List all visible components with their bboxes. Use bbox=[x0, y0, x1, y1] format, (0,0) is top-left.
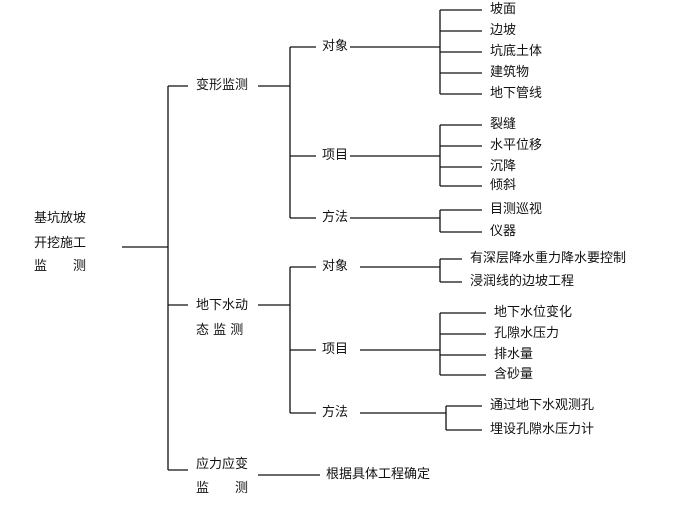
branch-stress-strain-line-2: 监 测 bbox=[196, 481, 249, 496]
leaf-item-project-specific: 根据具体工程确定 bbox=[326, 467, 431, 482]
leaf-item: 地下管线 bbox=[490, 86, 543, 101]
leaf-item: 含砂量 bbox=[494, 367, 534, 382]
leaf-item: 水平位移 bbox=[490, 138, 543, 153]
leaf-item: 裂缝 bbox=[490, 117, 517, 132]
leaf-item: 浸润线的边坡工程 bbox=[470, 274, 575, 289]
root-node-line-3: 监 测 bbox=[33, 259, 86, 274]
group-item: 项目 bbox=[322, 148, 349, 163]
root-node-line-1: 基坑放坡 bbox=[33, 211, 86, 226]
group-item: 项目 bbox=[322, 342, 349, 357]
group-method: 方法 bbox=[322, 405, 349, 420]
leaf-item: 沉降 bbox=[490, 159, 517, 174]
group-object: 对象 bbox=[322, 259, 349, 274]
branch-groundwater-line-2: 态 监 测 bbox=[196, 323, 244, 338]
leaf-item: 目测巡视 bbox=[490, 202, 543, 217]
leaf-item: 排水量 bbox=[494, 347, 534, 362]
leaf-item: 埋设孔隙水压力计 bbox=[490, 422, 595, 437]
leaf-item: 地下水位变化 bbox=[494, 305, 573, 320]
branch-stress-strain-line-1: 应力应变 bbox=[196, 457, 249, 472]
leaf-item: 孔隙水压力 bbox=[494, 326, 560, 341]
group-method: 方法 bbox=[322, 210, 349, 225]
group-object: 对象 bbox=[322, 39, 349, 54]
branch-deformation-monitoring: 变形监测 bbox=[196, 78, 249, 93]
leaf-item: 坡面 bbox=[490, 2, 517, 17]
leaf-item: 通过地下水观测孔 bbox=[490, 398, 595, 413]
leaf-item: 倾斜 bbox=[490, 178, 517, 193]
root-node-line-2: 开挖施工 bbox=[33, 236, 86, 251]
branch-groundwater-line-1: 地下水动 bbox=[196, 298, 249, 313]
leaf-item: 建筑物 bbox=[490, 65, 530, 80]
leaf-item: 有深层降水重力降水要控制 bbox=[470, 251, 627, 266]
leaf-item: 边坡 bbox=[490, 23, 517, 38]
leaf-item: 坑底土体 bbox=[490, 44, 543, 59]
leaf-item: 仪器 bbox=[490, 224, 517, 239]
